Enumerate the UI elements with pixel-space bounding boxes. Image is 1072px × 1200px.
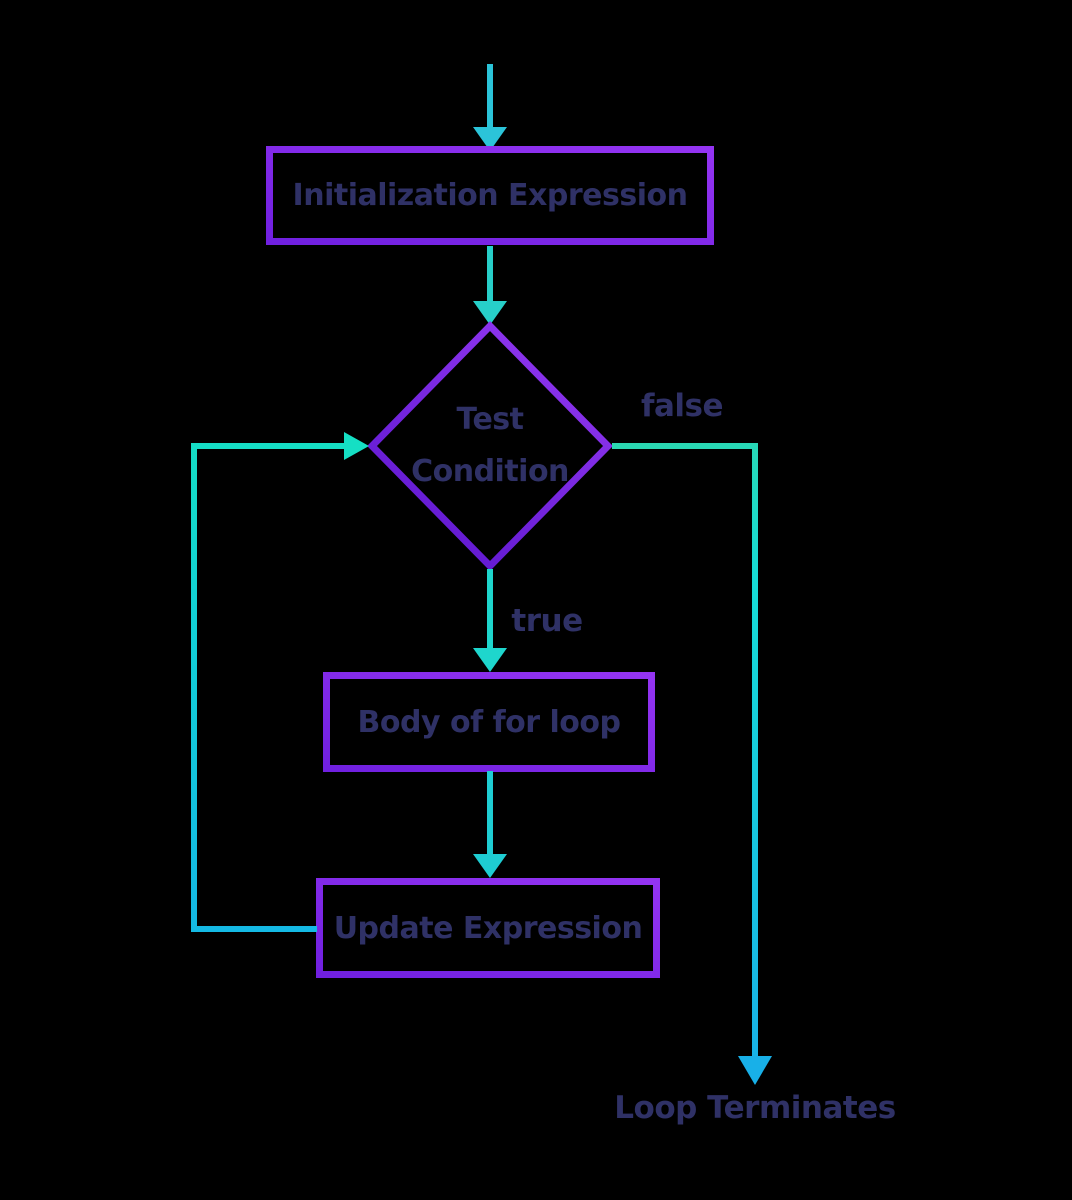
node-test-condition bbox=[367, 321, 613, 571]
update-expression-label: Update Expression bbox=[333, 910, 643, 946]
true-branch-label: true bbox=[511, 603, 583, 639]
arrow-down-icon bbox=[473, 854, 507, 878]
body-of-for-loop-label: Body of for loop bbox=[357, 704, 621, 740]
false-branch-label: false bbox=[640, 388, 724, 424]
node-body-of-for-loop bbox=[323, 672, 655, 772]
node-update-expression bbox=[316, 878, 660, 978]
edge-init-to-test bbox=[473, 246, 507, 325]
test-condition-label: Test Condition bbox=[368, 398, 612, 494]
arrow-down-icon bbox=[738, 1056, 772, 1085]
test-condition-line2: Condition bbox=[411, 454, 569, 489]
arrow-down-icon bbox=[473, 127, 507, 151]
loop-terminates-label: Loop Terminates bbox=[614, 1090, 896, 1126]
edge-loop-back bbox=[191, 432, 369, 932]
edge-body-to-update bbox=[473, 771, 507, 878]
test-condition-line1: Test bbox=[456, 402, 524, 437]
arrow-down-icon bbox=[473, 301, 507, 325]
edge-entry bbox=[473, 64, 507, 151]
edge-false bbox=[612, 443, 772, 1085]
arrow-down-icon bbox=[473, 648, 507, 672]
edge-true bbox=[473, 569, 507, 672]
initialization-expression-label: Initialization Expression bbox=[292, 178, 688, 213]
node-initialization-expression bbox=[266, 146, 714, 245]
arrow-right-icon bbox=[344, 432, 369, 460]
